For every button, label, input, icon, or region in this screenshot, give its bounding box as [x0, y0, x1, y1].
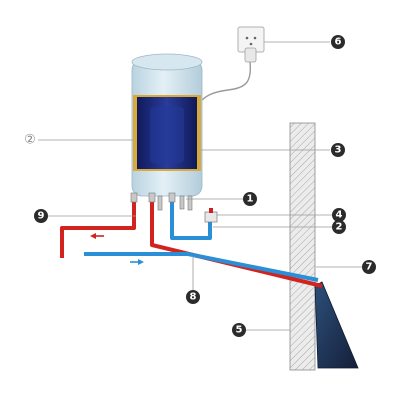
- marker-8: 8: [186, 290, 200, 304]
- marker-1: 1: [243, 192, 257, 206]
- power-plug: [244, 47, 257, 63]
- water-tank: [131, 53, 203, 197]
- tank-fittings: [130, 192, 193, 211]
- hot-flow-arrow: [90, 233, 104, 239]
- marker-7: 7: [362, 260, 376, 274]
- hot-water-pipes: [60, 196, 323, 288]
- solar-collector-panel: [314, 281, 359, 369]
- marker-6: 6: [331, 35, 345, 49]
- power-outlet: [237, 26, 265, 53]
- marker-5: 5: [232, 323, 246, 337]
- wall: [289, 122, 316, 371]
- valve: [204, 208, 218, 223]
- marker-8-label: 8: [190, 292, 197, 303]
- marker-4: 4: [332, 208, 346, 222]
- marker-6-label: 6: [335, 37, 342, 48]
- marker-2-label: 2: [336, 222, 343, 233]
- marker-1-label: 1: [247, 194, 254, 205]
- cold-water-pipes: [84, 196, 319, 282]
- marker-3: 3: [331, 143, 345, 157]
- power-cable: [197, 61, 252, 105]
- marker-9: 9: [34, 209, 48, 223]
- marker-3-label: 3: [335, 145, 342, 156]
- marker-2: 2: [332, 220, 346, 234]
- marker-7-label: 7: [366, 262, 373, 273]
- marker-9-label: 9: [38, 211, 45, 222]
- marker-hollow-2-label: ②: [24, 133, 36, 148]
- marker-5-label: 5: [236, 325, 243, 336]
- marker-4-label: 4: [336, 210, 343, 221]
- cold-flow-arrow: [130, 259, 144, 265]
